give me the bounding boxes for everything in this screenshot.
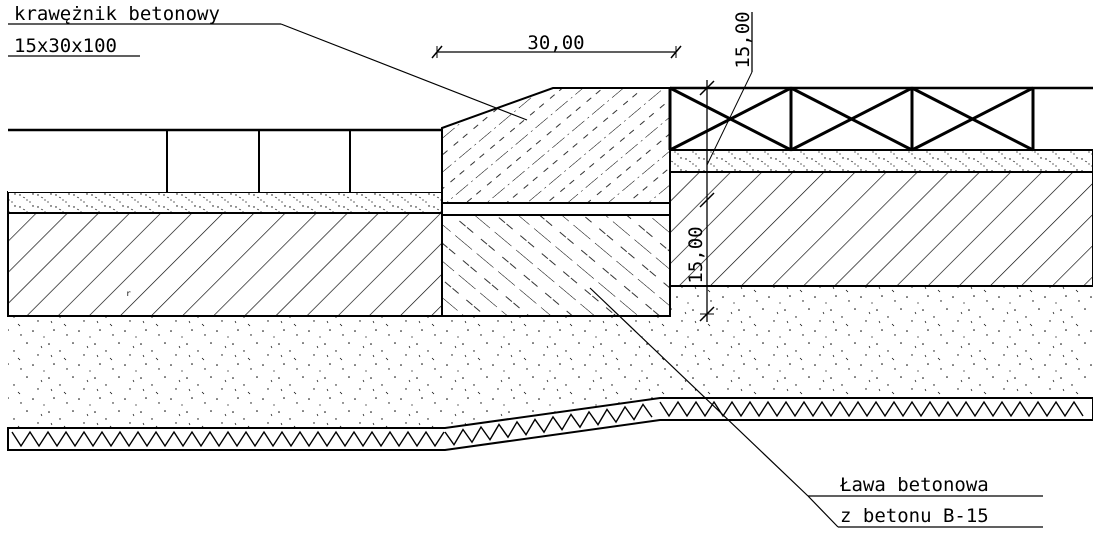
curb-label-line2: 15x30x100 (14, 35, 117, 57)
concrete-bench (441, 214, 671, 317)
dimension-curb-width: 30,00 (431, 32, 682, 59)
geotextile-zigzag (444, 403, 653, 447)
right-sand-bedding (669, 149, 1093, 173)
sand-subbase (8, 286, 1093, 428)
stray-mark: r (126, 289, 131, 298)
bench-label-leader: Ława betonowa z betonu B-15 (589, 287, 1043, 528)
curb-mortar-layer (441, 202, 671, 216)
geotextile-zigzag (659, 400, 1084, 418)
geotextile-zigzag (11, 430, 445, 448)
curb-label-line1: krawężnik betonowy (14, 3, 220, 25)
right-paving-layer (668, 86, 1093, 152)
bench-label-line2: z betonu B-15 (840, 505, 989, 527)
geotextile-band (7, 397, 1093, 451)
bench-label-line1: Ława betonowa (839, 474, 989, 496)
left-paving-blocks (8, 128, 442, 192)
left-base-layer (7, 212, 443, 317)
left-sand-bedding (7, 191, 443, 214)
dimension-top-height-text: 15,00 (732, 11, 754, 68)
curb-label-leader: krawężnik betonowy 15x30x100 (8, 3, 528, 121)
dimension-vertical: 15,00 15,00 (670, 11, 754, 322)
concrete-curb (441, 87, 671, 204)
dimension-bottom-height-text: 15,00 (685, 226, 707, 283)
dimension-curb-width-text: 30,00 (527, 32, 584, 54)
right-base-layer (669, 171, 1093, 287)
